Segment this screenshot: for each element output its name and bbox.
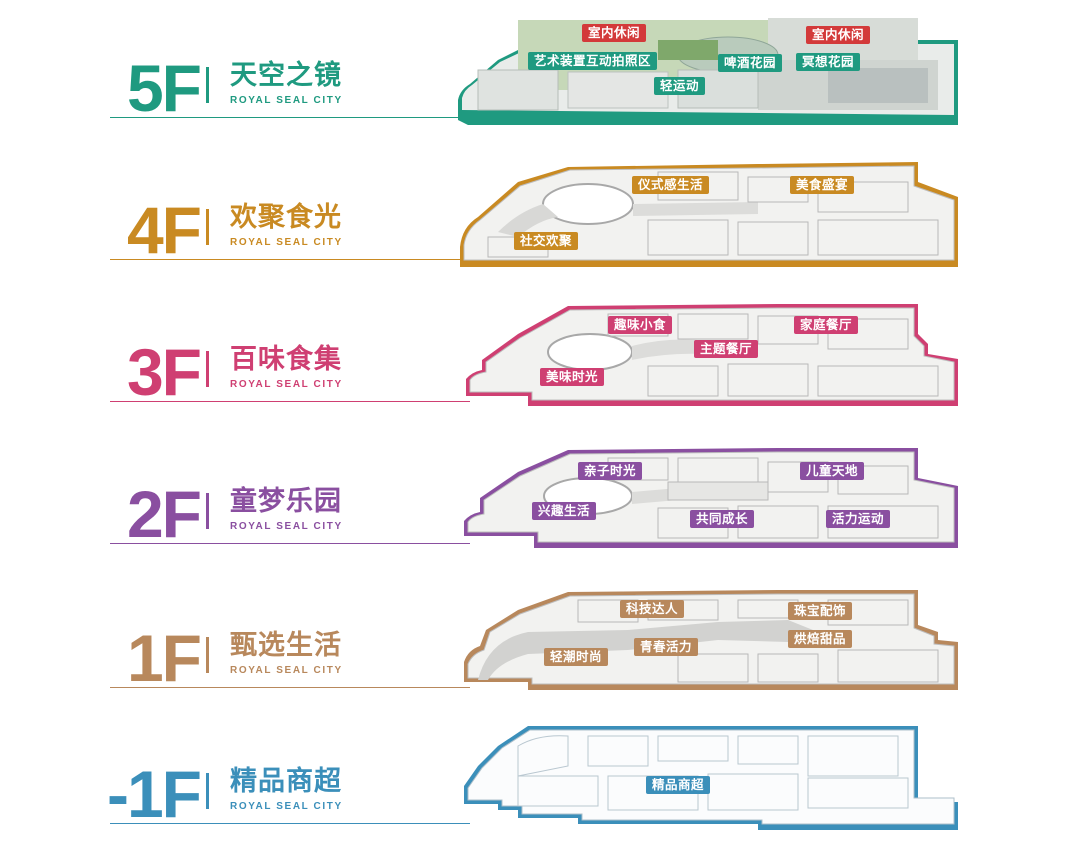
floor-5f: 5F 天空之镜 ROYAL SEAL CITY 室内休闲 室内休闲 艺术装置互动… (0, 0, 1080, 140)
floor-1f-label: 1F 甄选生活 ROYAL SEAL CITY (110, 625, 470, 695)
floor-b1-label: -1F 精品商超 ROYAL SEAL CITY (107, 757, 470, 831)
floor-5f-underline (110, 117, 470, 118)
floor-1f-plan (464, 590, 958, 690)
floor-4f-underline (110, 259, 470, 260)
floor-3f-divider (206, 351, 209, 387)
floor-4f-tag-3: 社交欢聚 (514, 232, 579, 250)
floor-5f-number: 5F (126, 51, 202, 125)
floor-2f-name: 童梦乐园 (230, 486, 342, 517)
floor-b1: -1F 精品商超 ROYAL SEAL CITY 精品商超 (0, 706, 1080, 846)
floor-1f-underline (110, 687, 470, 688)
floor-3f-tag-2: 家庭餐厅 (794, 316, 859, 334)
floor-5f-tag-1: 室内休闲 (582, 24, 647, 42)
floor-b1-underline (110, 823, 470, 824)
floor-3f-label: 3F 百味食集 ROYAL SEAL CITY (110, 339, 470, 409)
floor-1f: 1F 甄选生活 ROYAL SEAL CITY 科技达人 珠宝配饰 烘焙甜品 轻… (0, 570, 1080, 710)
floor-2f-tag-2: 儿童天地 (800, 462, 865, 480)
floor-2f-number: 2F (126, 477, 202, 551)
floor-1f-name: 甄选生活 (230, 630, 342, 661)
floor-5f-name: 天空之镜 (230, 60, 342, 91)
floor-1f-number: 1F (126, 621, 202, 695)
floor-4f-name: 欢聚食光 (230, 202, 342, 233)
floor-1f-subtitle: ROYAL SEAL CITY (230, 665, 343, 676)
floor-2f-label: 2F 童梦乐园 ROYAL SEAL CITY (110, 481, 470, 551)
floor-4f-label: 4F 欢聚食光 ROYAL SEAL CITY (110, 197, 470, 267)
floor-4f-plan (460, 162, 958, 267)
floor-3f-tag-1: 趣味小食 (608, 316, 673, 334)
floor-4f-tag-1: 仪式感生活 (632, 176, 710, 194)
floor-b1-plan (464, 726, 958, 830)
floor-5f-tag-5: 冥想花园 (796, 53, 861, 71)
floor-4f-tag-2: 美食盛宴 (790, 176, 855, 194)
floor-2f-tag-3: 兴趣生活 (532, 502, 597, 520)
floor-4f-number: 4F (126, 193, 202, 267)
floor-1f-divider (206, 637, 209, 673)
floor-5f-tag-4: 啤酒花园 (718, 54, 783, 72)
floor-3f-number: 3F (126, 335, 202, 409)
floor-5f-tag-3: 艺术装置互动拍照区 (528, 52, 658, 70)
floor-4f: 4F 欢聚食光 ROYAL SEAL CITY 仪式感生活 美食盛宴 社交欢聚 (0, 142, 1080, 282)
floor-5f-subtitle: ROYAL SEAL CITY (230, 95, 343, 106)
floor-3f-name: 百味食集 (230, 344, 342, 375)
floor-2f-tag-1: 亲子时光 (578, 462, 643, 480)
floor-b1-divider (206, 773, 209, 809)
floor-1f-tag-3: 烘焙甜品 (788, 630, 853, 648)
floor-b1-tag-1: 精品商超 (646, 776, 711, 794)
floor-3f-tag-4: 美味时光 (540, 368, 605, 386)
floor-b1-name: 精品商超 (230, 766, 342, 797)
floor-1f-tag-5: 青春活力 (634, 638, 699, 656)
floor-5f-tag-2: 室内休闲 (806, 26, 871, 44)
floor-1f-tag-4: 轻潮时尚 (544, 648, 609, 666)
floor-4f-divider (206, 209, 209, 245)
floor-4f-subtitle: ROYAL SEAL CITY (230, 237, 343, 248)
floor-b1-subtitle: ROYAL SEAL CITY (230, 801, 343, 812)
floor-3f-tag-3: 主题餐厅 (694, 340, 759, 358)
floor-1f-tag-2: 珠宝配饰 (788, 602, 853, 620)
floor-5f-label: 5F 天空之镜 ROYAL SEAL CITY (110, 55, 470, 125)
floor-2f-subtitle: ROYAL SEAL CITY (230, 521, 343, 532)
floor-3f: 3F 百味食集 ROYAL SEAL CITY 趣味小食 家庭餐厅 主题餐厅 美… (0, 284, 1080, 424)
floor-3f-underline (110, 401, 470, 402)
floor-2f-tag-5: 活力运动 (826, 510, 891, 528)
floor-2f-plan (464, 448, 958, 548)
floor-2f-underline (110, 543, 470, 544)
floor-5f-tag-6: 轻运动 (654, 77, 706, 95)
floor-3f-subtitle: ROYAL SEAL CITY (230, 379, 343, 390)
floor-2f: 2F 童梦乐园 ROYAL SEAL CITY 亲子时光 儿童天地 兴趣生活 共… (0, 426, 1080, 566)
floor-2f-divider (206, 493, 209, 529)
floor-b1-number: -1F (107, 757, 202, 831)
floor-2f-tag-4: 共同成长 (690, 510, 755, 528)
floor-1f-tag-1: 科技达人 (620, 600, 685, 618)
floor-5f-divider (206, 67, 209, 103)
